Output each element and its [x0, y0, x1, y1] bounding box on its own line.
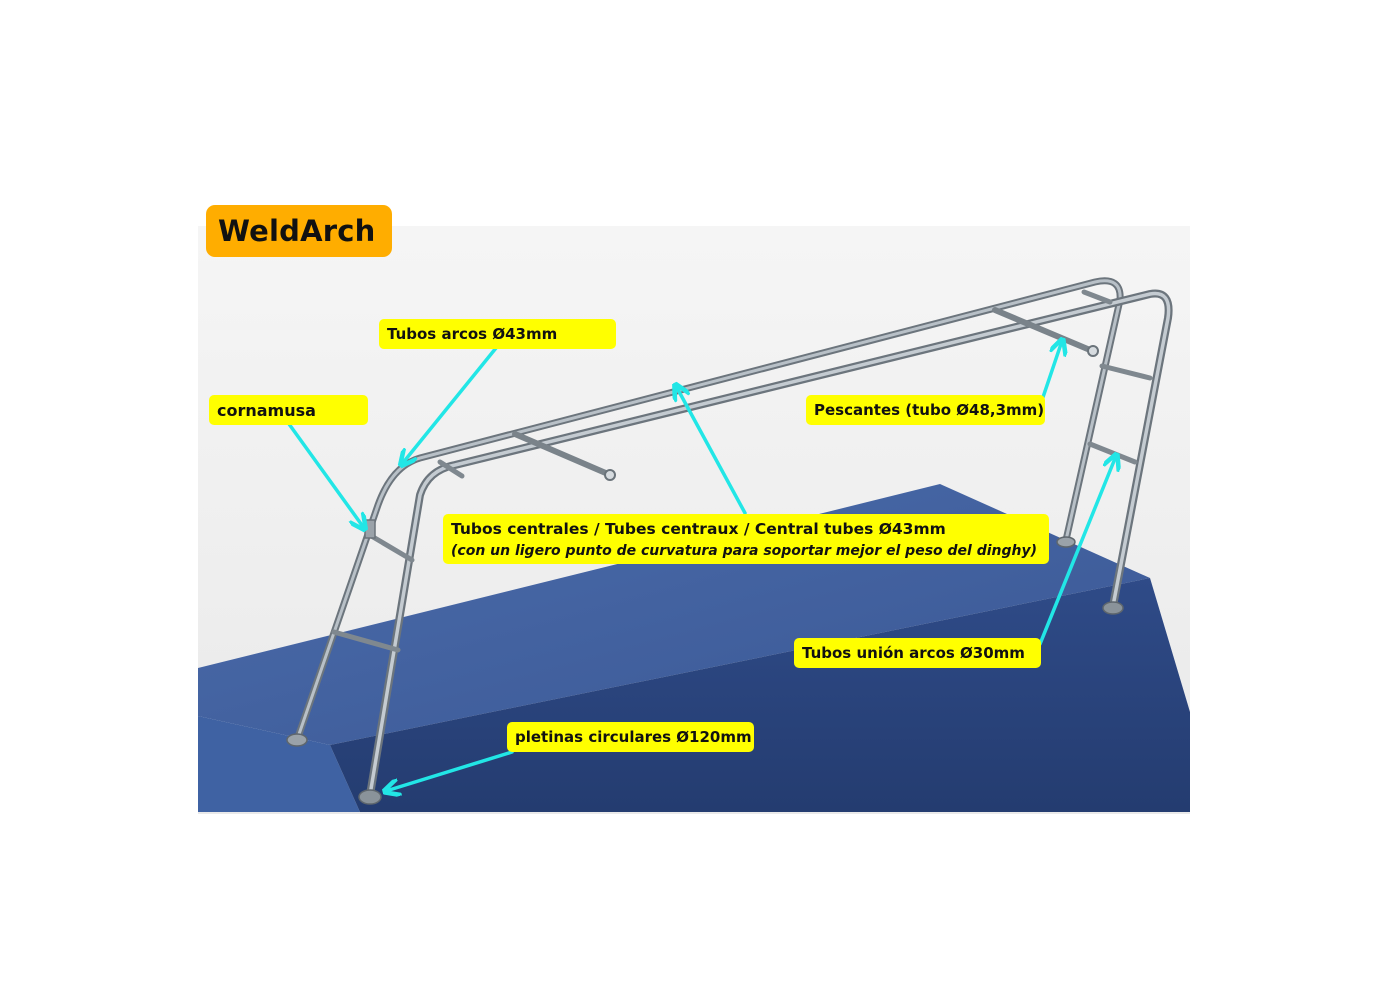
leader-arrows — [287, 341, 1116, 791]
callout-cornamusa: cornamusa — [209, 395, 368, 425]
arrow-tubos-union — [1038, 456, 1116, 646]
base-left-face — [198, 716, 360, 812]
callout-tubos-centrales-title: Tubos centrales / Tubes centraux / Centr… — [451, 520, 946, 538]
union-tube-1 — [331, 629, 401, 653]
union-tube-4 — [1099, 363, 1153, 381]
callout-tubos-centrales: Tubos centrales / Tubes centraux / Centr… — [443, 514, 1049, 564]
arrow-tubos-centrales — [676, 386, 747, 515]
arrow-cornamusa — [287, 422, 364, 528]
base-plate-1 — [358, 789, 382, 805]
base-plate-2 — [286, 733, 308, 747]
arrow-pletinas — [386, 750, 514, 791]
arch-frame — [286, 277, 1173, 805]
callout-tubos-centrales-note: (con un ligero punto de curvatura para s… — [451, 543, 1038, 559]
brand-badge: WeldArch — [206, 205, 392, 257]
callout-tubos-arcos: Tubos arcos Ø43mm — [379, 319, 616, 349]
cleat — [364, 519, 376, 539]
callout-tubos-union: Tubos unión arcos Ø30mm — [794, 638, 1041, 668]
top-crossbar-1 — [437, 459, 465, 479]
top-crossbar-2 — [1081, 289, 1113, 305]
callout-pescantes: Pescantes (tubo Ø48,3mm) — [806, 395, 1045, 425]
base-front-face — [330, 578, 1190, 812]
davit-right — [992, 307, 1093, 353]
callout-pletinas: pletinas circulares Ø120mm — [507, 722, 754, 752]
davit-right-end — [1087, 345, 1099, 357]
arrow-tubos-arcos — [402, 346, 498, 464]
davit-left-end — [604, 469, 616, 481]
base-plate-4 — [1056, 536, 1076, 548]
base-plate-3 — [1102, 601, 1124, 615]
davit-left — [512, 431, 611, 477]
